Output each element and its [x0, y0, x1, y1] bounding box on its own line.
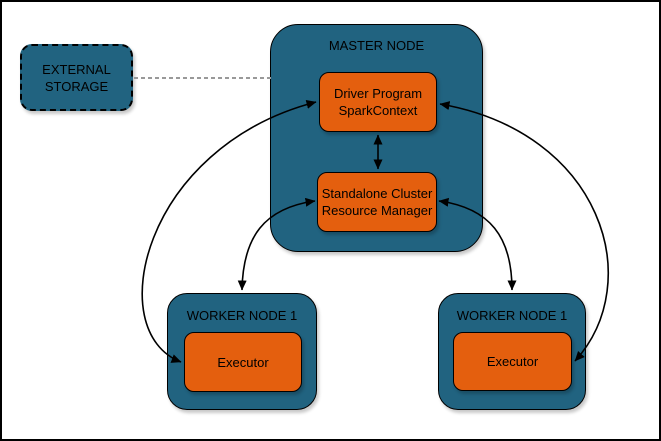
external-storage-label-line1: EXTERNAL	[42, 61, 111, 77]
driver-program-label-line1: Driver Program	[333, 86, 423, 101]
driver-program-label-line2: SparkContext	[338, 103, 418, 118]
executor-left-label: Executor	[217, 354, 269, 370]
external-storage-label-line2: STORAGE	[44, 78, 109, 94]
executor-right-label: Executor	[486, 354, 539, 369]
resource-manager-label-line1: Standalone Cluster	[321, 186, 433, 201]
executor-right-box: Executor	[453, 332, 572, 391]
resource-manager-label-line2: Resource Manager	[321, 203, 433, 218]
worker-node-left-title: WORKER NODE 1	[186, 308, 298, 323]
master-node-title: MASTER NODE	[328, 38, 425, 53]
executor-left-box: Executor	[184, 332, 302, 392]
resource-manager-box: Standalone Cluster Resource Manager	[317, 172, 437, 232]
worker-node-right-title: WORKER NODE 1	[456, 308, 568, 323]
external-storage-node: EXTERNAL STORAGE	[20, 44, 133, 111]
driver-program-box: Driver Program SparkContext	[319, 72, 437, 132]
